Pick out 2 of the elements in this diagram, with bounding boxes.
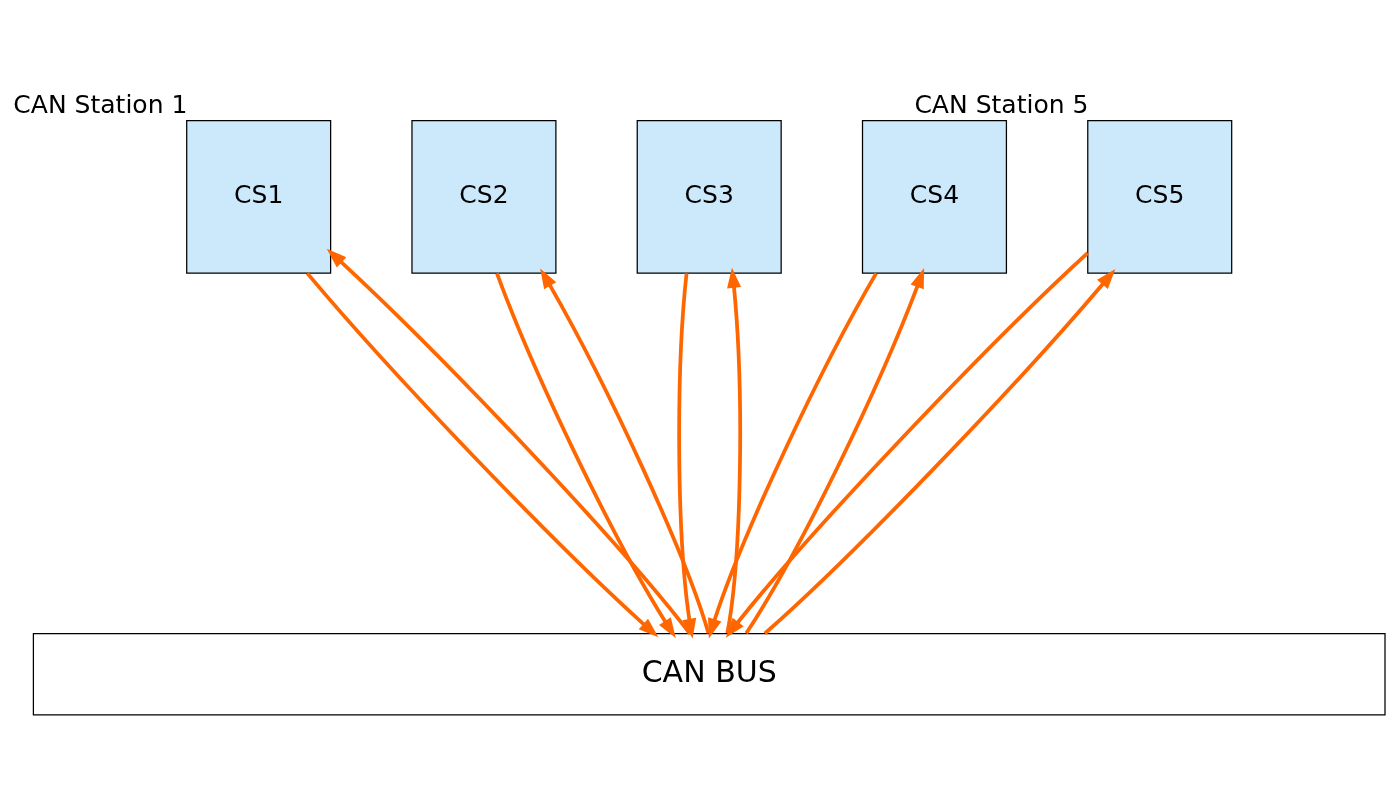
node-label: CAN Station 5 [914, 90, 1089, 120]
node-label: CAN Station 1 [13, 90, 188, 120]
